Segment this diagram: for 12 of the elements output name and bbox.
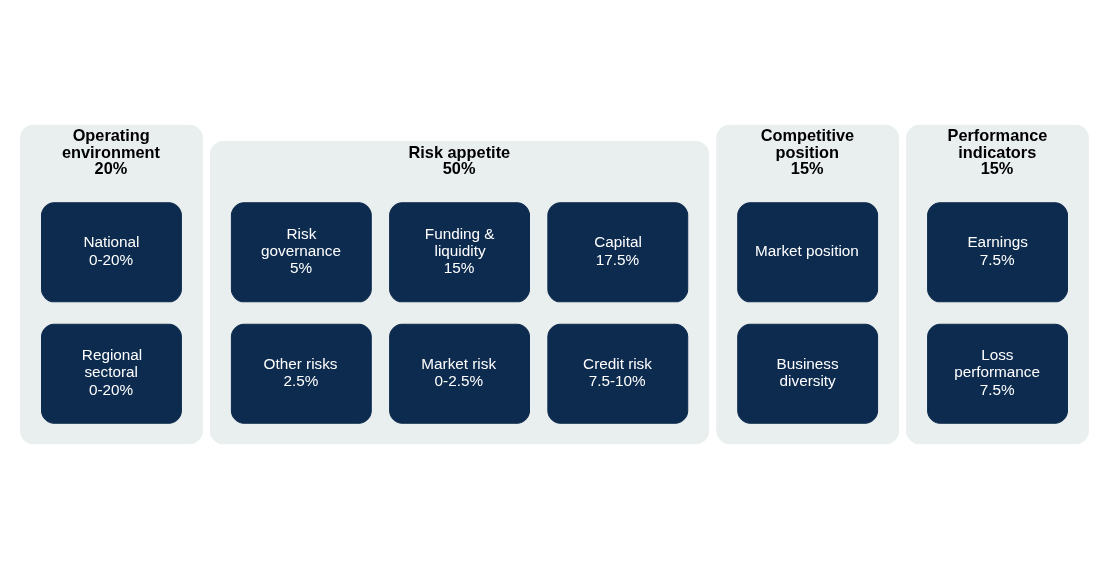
node-box: Market position [737,202,879,303]
node-box: Funding & liquidity 15% [389,202,530,303]
node-box: Business diversity [737,323,879,424]
node-box: Capital 17.5% [547,202,689,303]
node-box: Regional sectoral 0-20% [41,323,182,424]
node-box: National 0-20% [41,202,182,303]
node-box: Other risks 2.5% [230,323,372,424]
node-box: Loss performance 7.5% [927,323,1068,424]
node-box: Risk governance 5% [230,202,372,303]
node-box: Credit risk 7.5-10% [547,323,689,424]
node-box: Earnings 7.5% [927,202,1068,303]
node-box: Market risk 0-2.5% [389,323,530,424]
